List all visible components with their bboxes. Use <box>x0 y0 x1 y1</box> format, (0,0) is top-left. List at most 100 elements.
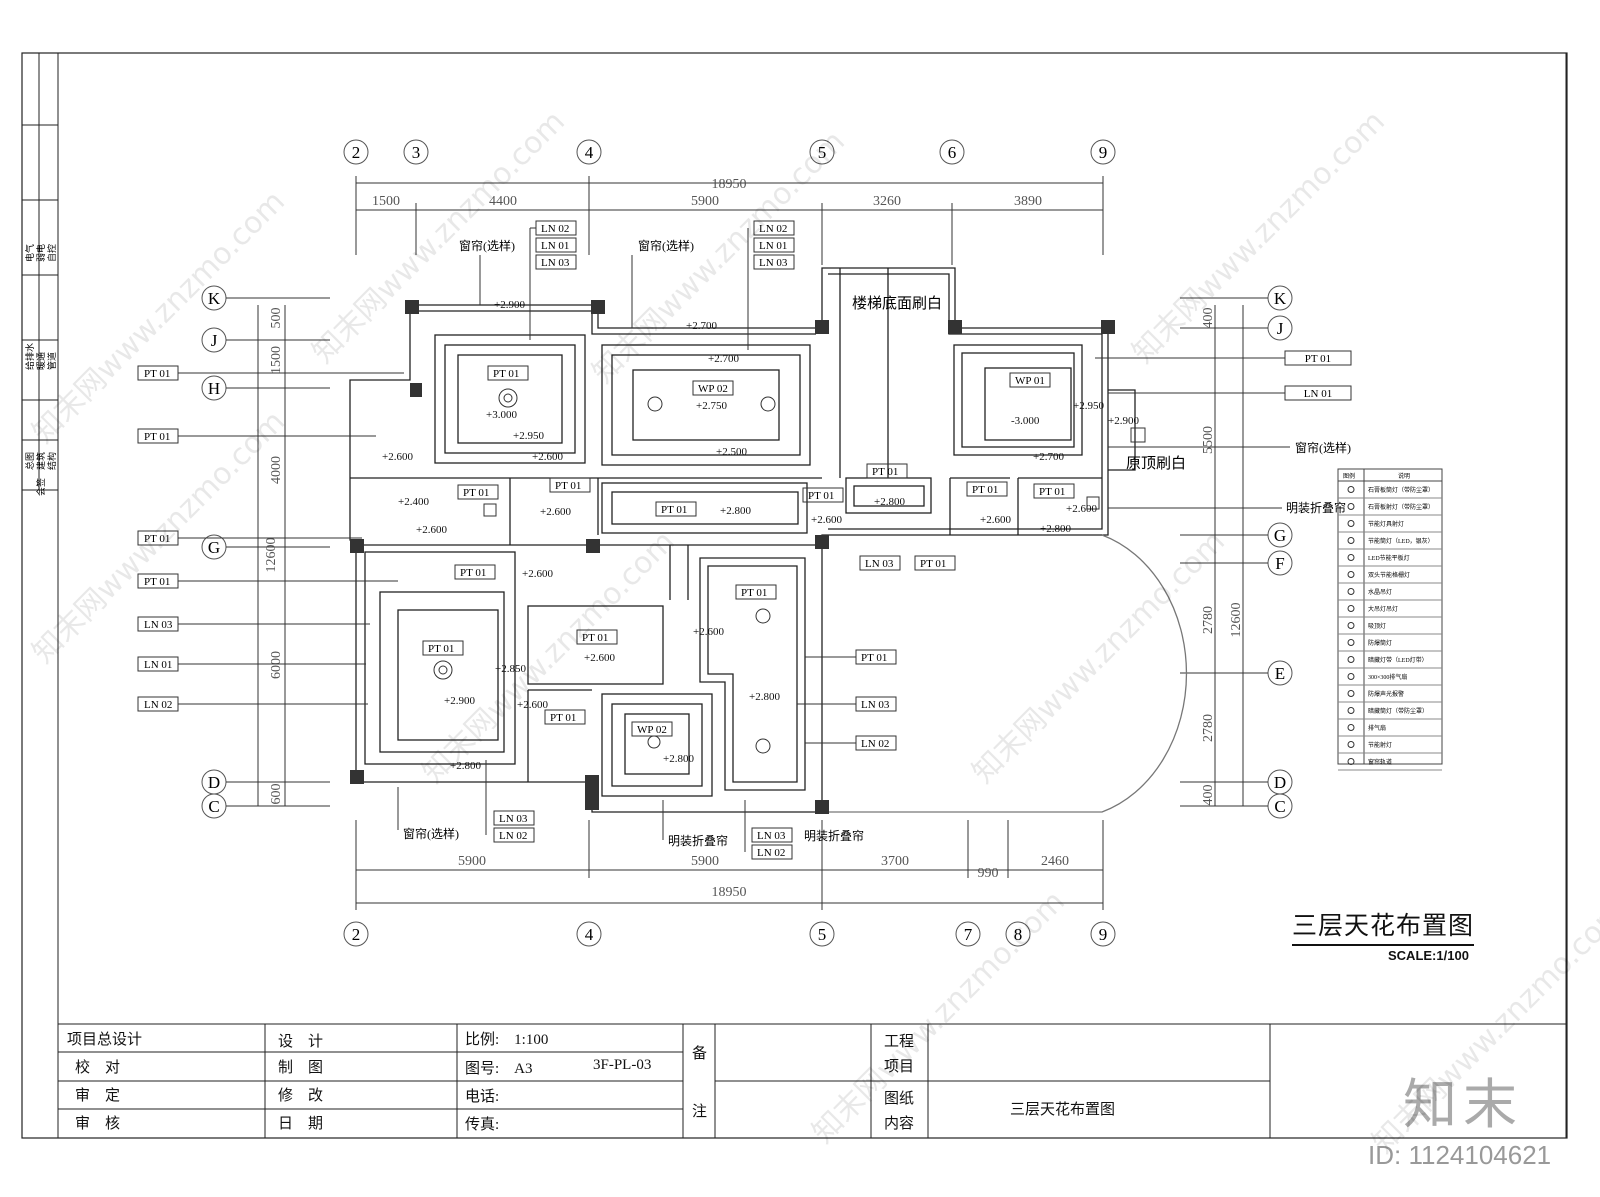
legend-row-label: 大吊灯吊灯 <box>1368 605 1398 613</box>
legend-row-label: 排气扇 <box>1368 724 1386 732</box>
tb-project-lead: 项目总设计 <box>67 1032 143 1048</box>
side-label-weak-current: 弱电 <box>35 244 46 262</box>
tb-content-value: 三层天花布置图 <box>1010 1100 1116 1118</box>
dim-left-seg: 4000 <box>269 456 284 484</box>
legend-table: 图例 说明 石膏板筒灯（带防尘罩）石膏板射灯（带防尘罩）节能灯具射灯节能筒灯（L… <box>1337 468 1443 771</box>
dim-right-seg: 400 <box>1201 785 1216 806</box>
level-label: +2.700 <box>708 353 739 365</box>
axis-bubble: H <box>208 379 220 398</box>
dim-top-total: 18950 <box>712 177 747 192</box>
tag-ln01: LN 01 <box>541 240 569 252</box>
level-label: +2.600 <box>532 451 563 463</box>
tag-pt01: PT 01 <box>972 484 998 496</box>
tag-ln03: LN 03 <box>541 257 570 269</box>
level-label: +2.850 <box>495 663 526 675</box>
tb-remarks-2: 注 <box>692 1104 708 1120</box>
tb-review: 审 核 <box>75 1116 121 1132</box>
tb-project-2: 项目 <box>884 1059 915 1075</box>
legend-symbol-icon <box>1347 690 1355 697</box>
curtain-note: 窗帘(选样) <box>638 238 694 253</box>
dim-bottom-seg: 3700 <box>881 854 909 869</box>
legend-symbol-icon <box>1347 503 1355 510</box>
dim-bottom-total: 18950 <box>712 885 747 900</box>
legend-row-label: 水晶吊灯 <box>1368 588 1392 596</box>
legend-row-label: 防爆声光报警 <box>1368 690 1404 698</box>
tag-ln02: LN 02 <box>861 738 889 750</box>
level-label: +2.800 <box>749 691 780 703</box>
tag-pt01: PT 01 <box>428 643 454 655</box>
dim-right-seg: 5500 <box>1201 426 1216 454</box>
tag-group-inner: PT 01 WP 02 WP 01 PT 01 PT 01 PT 01 PT 0… <box>422 365 1075 860</box>
legend-row-label: LED节能平板灯 <box>1368 554 1410 562</box>
level-label: +2.600 <box>517 699 548 711</box>
axis-bubble: C <box>208 797 219 816</box>
axis-bubble: 4 <box>585 925 594 944</box>
level-label: +2.750 <box>696 400 727 412</box>
tag-group-left: PT 01 PT 01 PT 01 PT 01 LN 03 LN 01 LN 0… <box>137 365 404 712</box>
dim-left-seg: 6000 <box>269 651 284 679</box>
tag-ln03: LN 03 <box>759 257 788 269</box>
tb-modify: 修 改 <box>278 1088 324 1104</box>
curtain-note: 窗帘(选样) <box>403 826 459 841</box>
legend-row-label: 暗藏灯带（LED灯带） <box>1368 656 1428 664</box>
axis-bubble: 5 <box>818 143 827 162</box>
axis-bubble: 2 <box>352 925 361 944</box>
tag-pt01: PT 01 <box>1039 486 1065 498</box>
level-label: +2.800 <box>874 496 905 508</box>
tag-pt01: PT 01 <box>144 533 170 545</box>
tag-pt01: PT 01 <box>661 504 687 516</box>
tag-ln01: LN 01 <box>144 659 172 671</box>
ceiling-levels: +2.900 +2.700 +2.700 +3.000 +2.950 +2.75… <box>382 299 1139 772</box>
plan-annotations: 窗帘(选样) 窗帘(选样) 窗帘(选样) 窗帘(选样) 明装折叠帘 明装折叠帘 … <box>397 238 1351 848</box>
tb-draft: 制 图 <box>278 1060 324 1076</box>
tag-ln02: LN 02 <box>499 830 527 842</box>
tag-ln03: LN 03 <box>861 699 890 711</box>
tag-ln02: LN 02 <box>541 223 569 235</box>
curtain-note: 窗帘(选样) <box>1295 440 1351 455</box>
axis-bubble: 4 <box>585 143 594 162</box>
tb-date: 日 期 <box>278 1116 324 1132</box>
curtain-note: 窗帘(选样) <box>459 238 515 253</box>
title-block-grid <box>57 1023 1567 1139</box>
dim-right-seg: 2780 <box>1201 606 1216 634</box>
legend-rows: 石膏板筒灯（带防尘罩）石膏板射灯（带防尘罩）节能灯具射灯节能筒灯（LED，银灰）… <box>1338 486 1442 771</box>
tb-scale: 比例: 1:100 <box>465 1032 549 1048</box>
level-label: +2.900 <box>494 299 525 311</box>
level-label: -3.000 <box>1011 415 1040 427</box>
legend-symbol-icon <box>1347 656 1355 663</box>
side-label-plumbing: 给排水 <box>24 343 35 370</box>
legend-symbol-icon <box>1347 571 1355 578</box>
level-label: +2.500 <box>716 446 747 458</box>
tag-pt01: PT 01 <box>1305 353 1331 365</box>
axis-bubble: G <box>208 538 220 557</box>
level-label: +2.900 <box>1108 415 1139 427</box>
dim-top-seg: 4400 <box>489 194 517 209</box>
dim-bottom-seg: 990 <box>978 866 999 881</box>
axis-bubble: D <box>1274 773 1286 792</box>
dim-top-seg: 3260 <box>873 194 901 209</box>
tag-ln01: LN 01 <box>1304 388 1332 400</box>
folding-curtain-note: 明装折叠帘 <box>668 833 728 848</box>
tag-wp01: WP 01 <box>1015 375 1045 387</box>
legend-symbol-icon <box>1347 554 1355 561</box>
legend-symbol-icon <box>1347 520 1355 527</box>
brand-logo: 知末 <box>1403 1073 1523 1136</box>
bottom-dimensions <box>355 820 1104 910</box>
axis-bubble: 8 <box>1014 925 1023 944</box>
legend-row-label: 石膏板射灯（带防尘罩） <box>1368 503 1434 511</box>
level-label: +2.950 <box>1073 400 1104 412</box>
level-label: +3.000 <box>486 409 517 421</box>
tag-pt01: PT 01 <box>808 490 834 502</box>
legend-symbol-icon <box>1347 758 1355 765</box>
tag-pt01: PT 01 <box>493 368 519 380</box>
level-label: +2.900 <box>444 695 475 707</box>
level-label: +2.600 <box>382 451 413 463</box>
dim-right-seg: 2780 <box>1201 714 1216 742</box>
dim-bottom-seg: 5900 <box>458 854 486 869</box>
tag-pt01: PT 01 <box>920 558 946 570</box>
legend-row-label: 双头节能格栅灯 <box>1368 571 1410 579</box>
side-label-structure: 结构 <box>46 452 57 470</box>
tb-check: 校 对 <box>75 1060 121 1076</box>
